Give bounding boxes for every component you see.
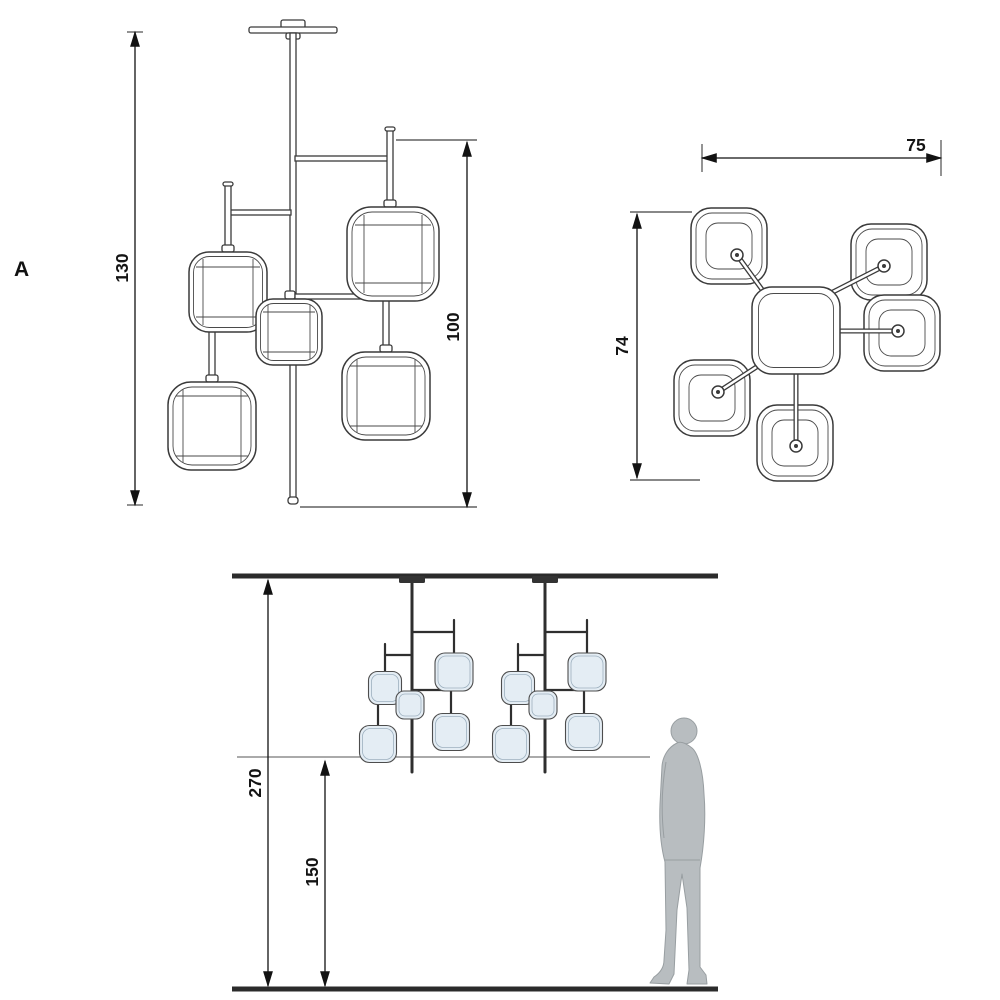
top-view-arms	[711, 248, 905, 453]
top-view: 75 74	[612, 135, 943, 482]
dim-label-74: 74	[612, 336, 632, 356]
lamp-shade-top-4	[673, 359, 751, 437]
dim-label-75: 75	[906, 135, 926, 155]
installed-lamp-right	[491, 576, 607, 774]
installed-lamp-left	[358, 576, 474, 774]
dimension-floor-to-ceiling: 270	[245, 578, 273, 988]
lamp-shade-front-5	[167, 381, 257, 471]
lamp-shade-front-3	[255, 298, 323, 366]
installation-view: 270 150	[232, 573, 718, 992]
front-view: A	[14, 19, 477, 509]
lamp-shade-front-2	[188, 251, 268, 333]
dimension-top-depth: 74	[612, 211, 700, 481]
dim-label-270: 270	[245, 768, 265, 797]
dimension-top-width: 75	[700, 135, 943, 176]
lamp-shade-top-1	[690, 207, 768, 285]
lamp-shade-front-1	[346, 206, 440, 302]
human-figure	[649, 717, 708, 985]
dimension-front-body-height: 100	[300, 139, 477, 509]
dimension-front-total-height: 130	[112, 30, 143, 507]
top-view-canopy	[751, 286, 841, 375]
dim-label-150: 150	[302, 857, 322, 886]
front-view-label: A	[14, 258, 29, 281]
dim-label-130: 130	[112, 253, 132, 282]
dimension-floor-to-fixture: 150	[302, 759, 330, 988]
lamp-shade-front-4	[341, 351, 431, 441]
dim-label-100: 100	[443, 312, 463, 341]
